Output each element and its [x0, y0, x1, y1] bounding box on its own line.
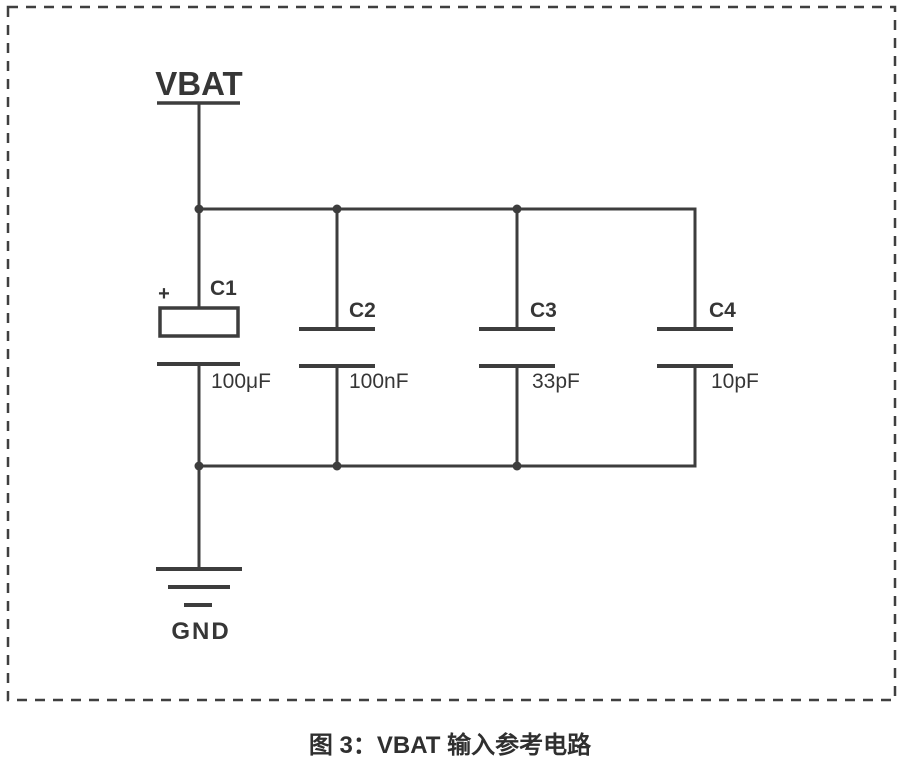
bottom-bus-wire [199, 366, 697, 468]
junction-dot [332, 461, 342, 471]
capacitor-c2: C2 100nF [299, 209, 409, 466]
capacitor-c4: C4 10pF [657, 299, 759, 393]
c3-ref-label: C3 [530, 299, 557, 322]
c4-ref-label: C4 [709, 299, 736, 322]
gnd-net-label: GND [171, 618, 230, 645]
junction-dot [512, 204, 522, 214]
ground-symbol: GND [156, 466, 242, 645]
c1-polarity-plus-mark: + [158, 283, 170, 305]
capacitor-c1: + C1 100μF [157, 209, 271, 466]
vbat-net-label: VBAT [155, 65, 242, 102]
c1-positive-plate-box [158, 306, 240, 338]
c1-value-label: 100μF [211, 370, 271, 393]
c3-value-label: 33pF [532, 370, 580, 393]
power-rail-vbat: VBAT [155, 65, 243, 210]
top-bus-wire [199, 207, 697, 329]
figure-dashed-border [6, 5, 897, 702]
c4-value-label: 10pF [711, 370, 759, 393]
c2-value-label: 100nF [349, 370, 409, 393]
junction-dot [194, 204, 204, 214]
junction-dot [332, 204, 342, 214]
junction-dot [512, 461, 522, 471]
c2-ref-label: C2 [349, 299, 376, 322]
capacitor-c3: C3 33pF [479, 209, 580, 466]
figure-caption: 图 3：VBAT 输入参考电路 [309, 731, 592, 759]
c1-ref-label: C1 [210, 277, 237, 300]
